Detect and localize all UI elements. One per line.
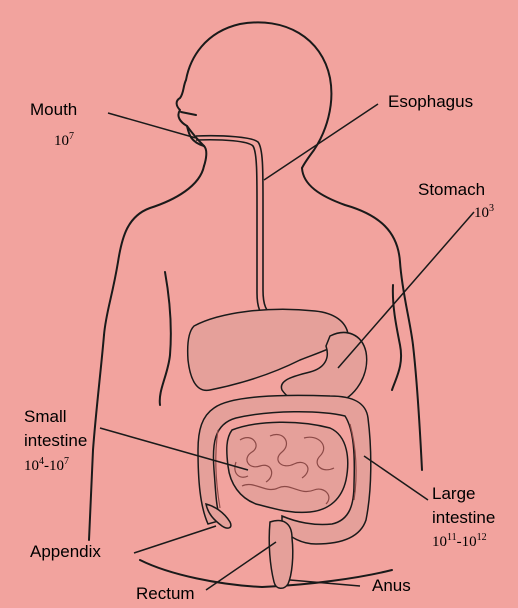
anus-label: Anus <box>372 576 411 596</box>
small-intestine-label-line1: Small <box>24 407 67 427</box>
appendix-label: Appendix <box>30 542 101 562</box>
mouth-label: Mouth <box>30 100 77 120</box>
rectum <box>269 521 293 589</box>
esophagus-label: Esophagus <box>388 92 473 112</box>
small-intestine-count: 104-107 <box>24 457 69 475</box>
stomach-label: Stomach <box>418 180 485 200</box>
rectum-label: Rectum <box>136 584 195 604</box>
mouth-count: 107 <box>54 132 74 150</box>
stomach-count: 103 <box>474 204 494 222</box>
small-intestine-label-line2: intestine <box>24 431 87 451</box>
large-intestine-count: 1011-1012 <box>432 533 487 551</box>
large-intestine-label-line1: Large <box>432 484 475 504</box>
large-intestine-label-line2: intestine <box>432 508 495 528</box>
